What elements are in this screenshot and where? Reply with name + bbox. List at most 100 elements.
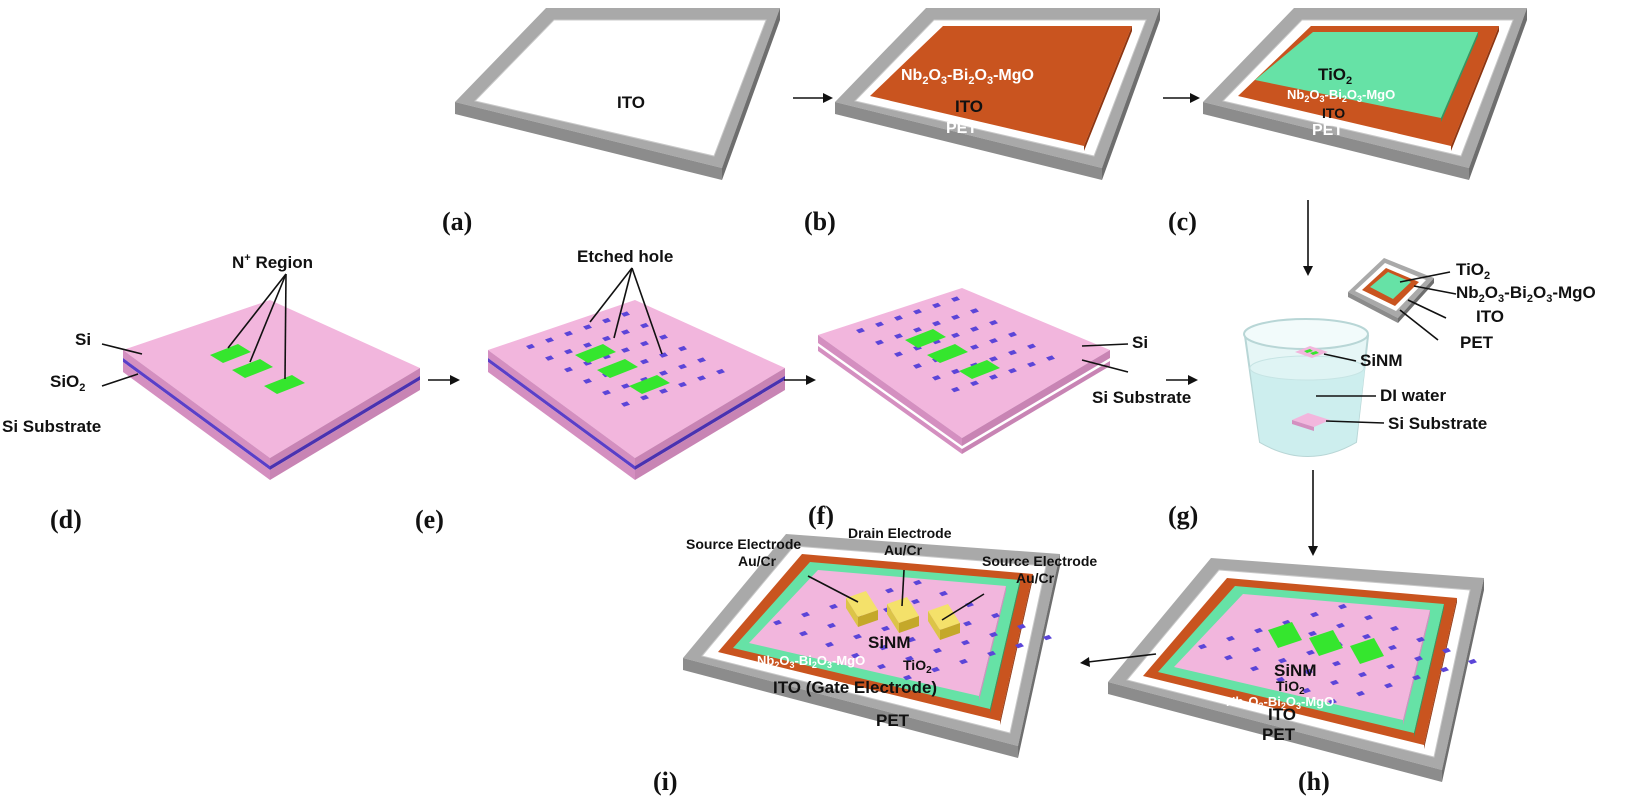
label-pet: PET [1262,725,1296,744]
etched-hole [697,375,706,381]
etched-hole [1358,671,1367,678]
etched-hole [991,612,1000,619]
etched-hole [877,663,886,670]
etched-hole [1468,658,1477,665]
etched-hole [1224,654,1233,661]
arrow-right-icon [793,93,833,103]
etched-hole [564,366,573,373]
etched-hole [1017,623,1026,630]
etched-hole [913,327,922,333]
stack-h: SiNM TiO2 Nb2O3-Bi2O3-MgO ITO PET [1108,558,1484,782]
label-n-region: N+ Region [232,252,313,272]
etched-hole [970,380,979,386]
etched-hole [881,625,890,632]
label-oxide: Nb2O3-Bi2O3-MgO [1226,694,1334,711]
etched-hole [987,650,996,657]
label-oxide: Nb2O3-Bi2O3-MgO [901,67,1034,87]
etched-hole [621,401,630,407]
etched-hole [773,619,782,626]
etched-hole [640,322,649,329]
etched-hole [932,375,941,381]
etched-hole [1250,665,1259,672]
etched-hole [1015,642,1024,649]
etched-hole [970,326,979,332]
etched-hole [659,370,668,376]
etched-hole [1362,633,1371,640]
etched-hole [853,633,862,640]
etched-hole [526,343,535,350]
etched-hole [1386,663,1395,670]
etched-hole [903,674,912,681]
etched-hole [1328,698,1337,705]
etched-hole [1332,660,1341,667]
etched-hole [1414,655,1423,662]
etched-hole [1027,361,1036,368]
small-stack-g [1348,258,1457,341]
etched-hole [1440,666,1449,673]
panel-label-d: (d) [50,505,82,534]
label-ito-gate: ITO (Gate Electrode) [773,678,937,697]
label-drain-electrode: Drain Electrode [848,525,952,541]
label-ito: ITO [1268,705,1296,724]
etched-hole [875,339,884,346]
label-di-water: DI water [1380,386,1447,405]
label-oxide: Nb2O3-Bi2O3-MgO [1287,87,1395,104]
etched-hole [1390,625,1399,632]
etched-hole [697,357,706,363]
etched-hole [716,368,725,375]
etched-hole [678,345,687,352]
label-ito: ITO [1322,105,1345,121]
panel-label-f: (f) [808,501,834,530]
label-pet: PET [876,711,910,730]
etched-hole [951,296,960,302]
arrow-right-icon [784,375,816,385]
wafer-f: Si Si Substrate [818,288,1191,454]
panel-label-b: (b) [804,207,836,236]
stack-c: TiO2 Nb2O3-Bi2O3-MgO ITO PET [1203,8,1527,180]
n-region-2 [232,359,273,378]
etched-hole [894,315,903,321]
etched-hole [1336,622,1345,629]
etched-hole [875,321,884,327]
etched-hole [1252,646,1261,653]
etched-hole [1046,355,1055,361]
label-tio2: TiO2 [1318,65,1352,87]
label-sinm: SiNM [868,633,911,652]
etched-hole [939,590,948,597]
etched-hole [1442,647,1451,654]
source-electrode-right [928,604,960,640]
label-si: Si [1132,333,1148,352]
arrow-down-icon [1308,470,1318,556]
etched-hole [963,620,972,627]
etched-hole [913,363,922,369]
etched-hole [894,333,903,339]
label-si-substrate: Si Substrate [2,417,101,436]
n-region-1 [210,344,251,363]
stack-b: Nb2O3-Bi2O3-MgO ITO PET [835,8,1160,180]
label-sinm: SiNM [1360,351,1403,370]
device-i: Source Electrode Au/Cr Drain Electrode A… [683,525,1097,758]
etched-hole [932,302,941,309]
etched-hole [970,308,979,314]
etched-hole [621,383,630,389]
label-source-electrode: Source Electrode [982,553,1097,569]
etched-hole [1384,682,1393,689]
etched-hole [602,317,611,324]
etched-hole [829,603,838,610]
etched-hole [545,355,554,361]
etched-hole [885,587,894,594]
etched-hole [911,598,920,605]
etched-hole [933,647,942,654]
arrow-left-icon [1080,653,1157,667]
etched-hole [583,342,592,348]
etched-hole [951,386,960,393]
etched-hole [659,334,668,340]
label-au-cr: Au/Cr [1016,570,1055,586]
panel-label-i: (i) [653,767,678,796]
etched-hole [621,311,630,317]
panel-label-e: (e) [415,505,444,534]
panel-label-c: (c) [1168,207,1197,236]
etched-hole [678,363,687,370]
